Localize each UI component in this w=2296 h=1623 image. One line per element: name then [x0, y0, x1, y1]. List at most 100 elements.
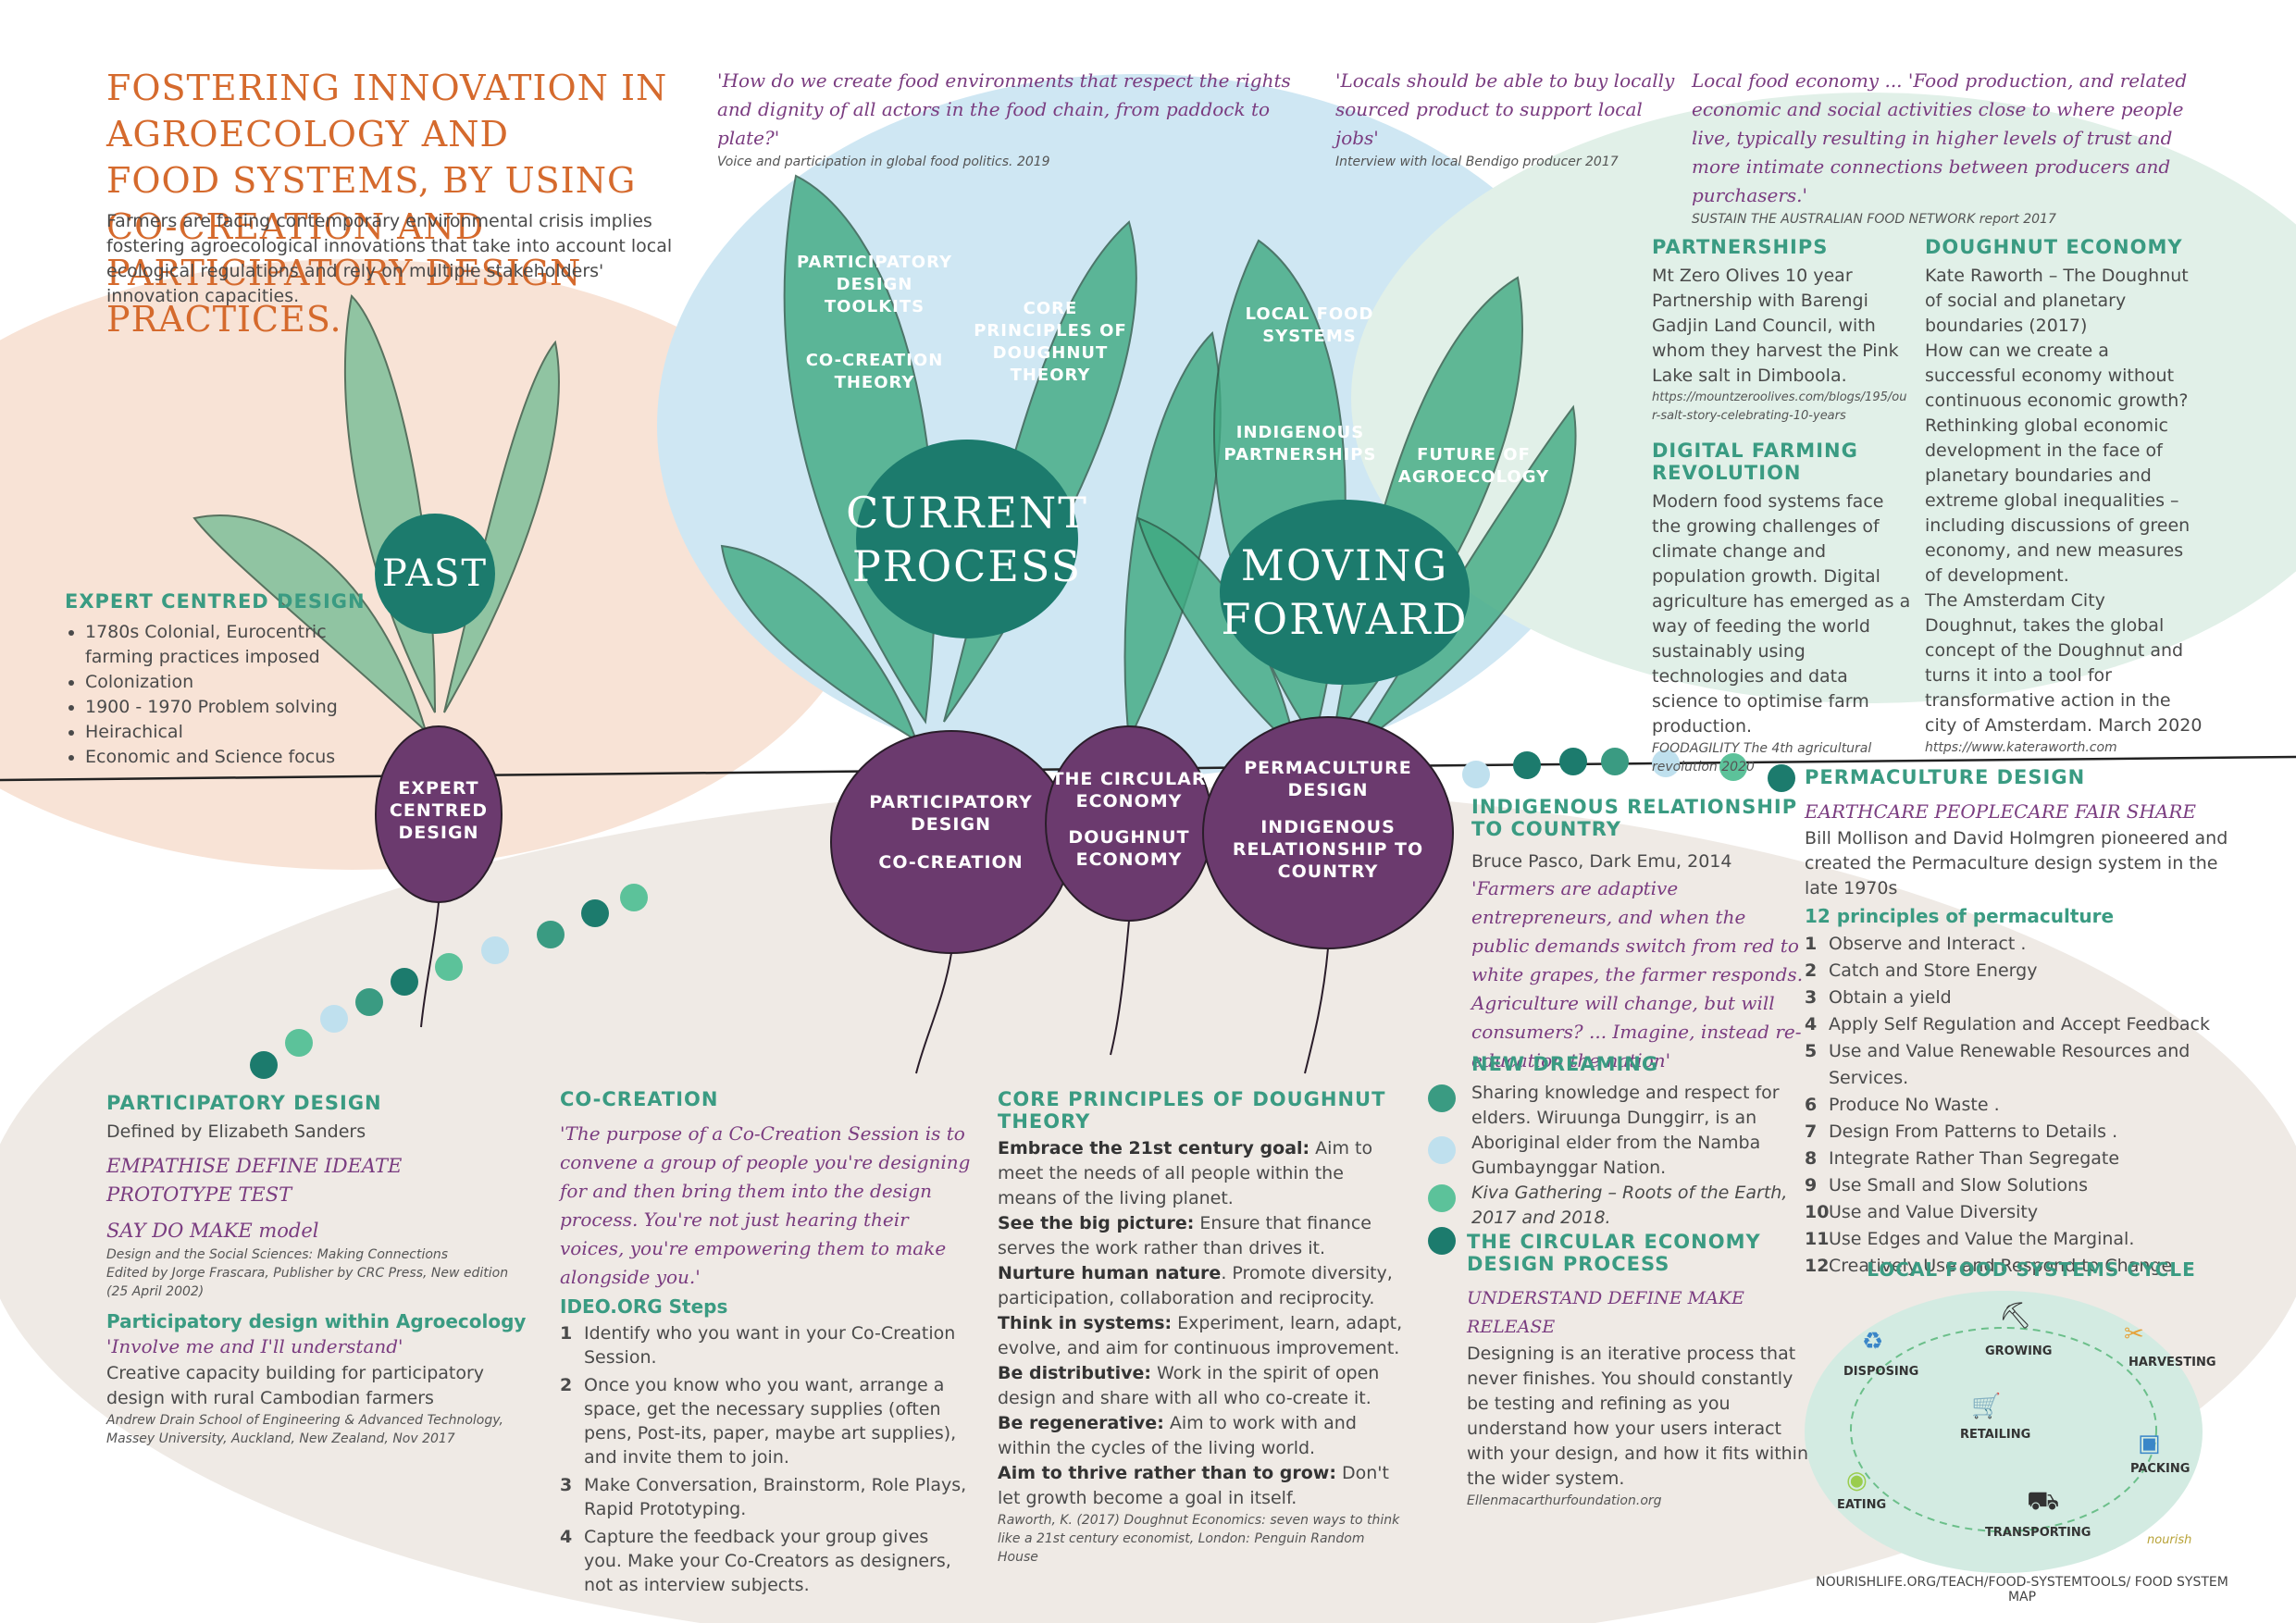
trail-dot — [1428, 1136, 1456, 1164]
cycle-node-transporting: TRANSPORTING — [1985, 1526, 2091, 1540]
participatory-defined: Defined by Elizabeth Sanders — [106, 1121, 366, 1142]
trail-dot — [1462, 761, 1490, 788]
cocreation-section: CO-CREATION 'The purpose of a Co-Creatio… — [560, 1088, 972, 1597]
list-item: Economic and Science focus — [85, 745, 389, 770]
root-label-participatory: PARTICIPATORY DESIGN — [869, 792, 1033, 835]
trail-dot — [1513, 751, 1541, 779]
core-source: Raworth, K. (2017) Doughnut Economics: s… — [998, 1513, 1400, 1565]
doughnut-economy-link[interactable]: https://www.kateraworth.com — [1925, 740, 2117, 755]
cycle-node-packing: PACKING — [2130, 1462, 2191, 1476]
cycle-node-growing: GROWING — [1985, 1344, 2053, 1358]
core-principles-title: CORE PRINCIPLES OF DOUGHNUT THEORY — [998, 1088, 1386, 1133]
beet-participatory — [830, 730, 1073, 954]
quote-3-text: Local food economy ... 'Food production,… — [1692, 69, 2188, 206]
trail-dot — [1719, 753, 1747, 781]
title-line-2: FOOD SYSTEMS, BY USING CO-CREATION AND — [106, 160, 637, 247]
trail-dot — [1652, 750, 1680, 777]
beet-roots — [375, 716, 1454, 1074]
nourish-logo: nourish — [2147, 1533, 2192, 1547]
cycle-eating-icon: ◉ — [1846, 1467, 1868, 1494]
circular-design-section: THE CIRCULAR ECONOMY DESIGN PROCESS UNDE… — [1467, 1231, 1814, 1510]
indigenous-title: INDIGENOUS RELATIONSHIP TO COUNTRY — [1471, 796, 1798, 840]
ground-blob — [0, 787, 2296, 1623]
indigenous-section: INDIGENOUS RELATIONSHIP TO COUNTRY Bruce… — [1471, 796, 1805, 1075]
cycle-node-retailing: RETAILING — [1960, 1428, 2031, 1442]
trail-dot — [435, 953, 463, 981]
indigenous-quote: 'Farmers are adaptive entrepreneurs, and… — [1471, 877, 1804, 1072]
trail-dot — [1601, 748, 1629, 775]
quote-1: 'How do we create food environments that… — [717, 67, 1309, 171]
core-item: Be regenerative: Aim to work with and wi… — [998, 1413, 1357, 1458]
cycle-harvesting-icon: ✂ — [2124, 1320, 2144, 1348]
expert-section: EXPERT CENTRED DESIGN 1780s Colonial, Eu… — [65, 590, 389, 770]
cycle-diagram: ⛏ GROWING ✂ HARVESTING ▣ PACKING ⛟ TRANS… — [1805, 1291, 2216, 1573]
participatory-steps-1: EMPATHISE DEFINE IDEATE PROTOTYPE TEST — [106, 1155, 403, 1206]
page-title: FOSTERING INNOVATION IN AGROECOLOGY AND … — [106, 65, 699, 342]
title-line-3: PARTICIPATORY DESIGN PRACTICES. — [106, 253, 582, 340]
leaf-label-local-food: LOCAL FOOD SYSTEMS — [1245, 304, 1374, 346]
leaf-label-core-principles: CORE PRINCIPLES OF DOUGHNUT THEORY — [974, 299, 1127, 385]
cycle-title: LOCAL FOOD SYSTEMS CYCLE — [1867, 1258, 2196, 1281]
permaculture-section: PERMACULTURE DESIGN EARTHCARE PEOPLECARE… — [1805, 766, 2249, 1280]
circular-design-steps: UNDERSTAND DEFINE MAKE RELEASE — [1467, 1288, 1744, 1337]
participatory-title: PARTICIPATORY DESIGN — [106, 1092, 382, 1114]
cycle-node-disposing: DISPOSING — [1843, 1365, 1919, 1379]
cocreation-steps-title: IDEO.ORG Steps — [560, 1295, 728, 1318]
participatory-source-1: Design and the Social Sciences: Making C… — [106, 1247, 449, 1262]
quote-2-source: Interview with local Bendigo producer 20… — [1335, 155, 1619, 169]
stage-current-line-2: PROCESS — [851, 540, 1083, 591]
trail-dot — [1768, 764, 1795, 792]
partnerships-title: PARTNERSHIPS — [1652, 236, 1829, 258]
root-label-permaculture: PERMACULTURE DESIGN — [1244, 758, 1412, 800]
leaf-label-future: FUTURE OF AGROECOLOGY — [1397, 445, 1550, 487]
trail-dot — [1559, 748, 1587, 775]
new-dreaming-body: Sharing knowledge and respect for elders… — [1471, 1083, 1780, 1178]
stage-moving-circle: MOVING FORWARD — [1220, 500, 1470, 685]
doughnut-economy-p1: Kate Raworth – The Doughnut of social an… — [1925, 266, 2189, 336]
circular-design-body: Designing is an iterative process that n… — [1467, 1344, 1809, 1489]
quote-2-text: 'Locals should be able to buy locally so… — [1335, 69, 1675, 149]
trail-dot — [320, 1005, 348, 1033]
participatory-steps-2: SAY DO MAKE model — [106, 1220, 319, 1242]
quote-1-text: 'How do we create food environments that… — [717, 69, 1291, 149]
doughnut-economy-p4: The Amsterdam City Doughnut, takes the g… — [1925, 590, 2203, 736]
quote-2: 'Locals should be able to buy locally so… — [1335, 67, 1678, 171]
core-item: Nurture human nature. Promote diversity,… — [998, 1263, 1393, 1308]
leaf-label-cocreation-theory: CO-CREATION THEORY — [805, 351, 944, 392]
expert-title: EXPERT CENTRED DESIGN — [65, 590, 366, 613]
core-item: Think in systems: Experiment, learn, ada… — [998, 1313, 1403, 1358]
trail-dot — [391, 968, 418, 996]
participatory-source-2: Edited by Jorge Frascara, Publisher by C… — [106, 1266, 509, 1299]
list-item: Heirachical — [85, 720, 389, 745]
trail-dot — [620, 884, 648, 911]
trail-dot — [1428, 1184, 1456, 1212]
doughnut-economy-p2: How can we create a successful economy w… — [1925, 341, 2189, 411]
partnerships-section: PARTNERSHIPS Mt Zero Olives 10 year Part… — [1652, 236, 1911, 426]
root-label-indigenous: INDIGENOUS RELATIONSHIP TO COUNTRY — [1232, 817, 1424, 882]
partnerships-link[interactable]: https://mountzeroolives.com/blogs/195/ou… — [1652, 390, 1907, 423]
intro-text: Farmers are facing contemporary environm… — [106, 211, 673, 306]
stage-past-label: PAST — [381, 552, 489, 595]
permaculture-body: Bill Mollison and David Holmgren pioneer… — [1805, 828, 2228, 898]
cycle-disposing-icon: ♻ — [1862, 1328, 1884, 1356]
expert-list: 1780s Colonial, Eurocentric farming prac… — [65, 620, 389, 770]
core-item: Embrace the 21st century goal: Aim to me… — [998, 1138, 1373, 1208]
digital-source: FOODAGILITY The 4th agricultural revolut… — [1652, 741, 1872, 774]
trail-dot — [1428, 1227, 1456, 1255]
permaculture-principles-title: 12 principles of permaculture — [1805, 905, 2115, 927]
root-label-expert: EXPERT CENTRED DESIGN — [389, 778, 489, 843]
circular-design-title: THE CIRCULAR ECONOMY DESIGN PROCESS — [1467, 1231, 1761, 1275]
cocreation-quote: 'The purpose of a Co-Creation Session is… — [560, 1122, 971, 1288]
trail-dot — [285, 1029, 313, 1057]
trail-dot — [355, 988, 383, 1016]
